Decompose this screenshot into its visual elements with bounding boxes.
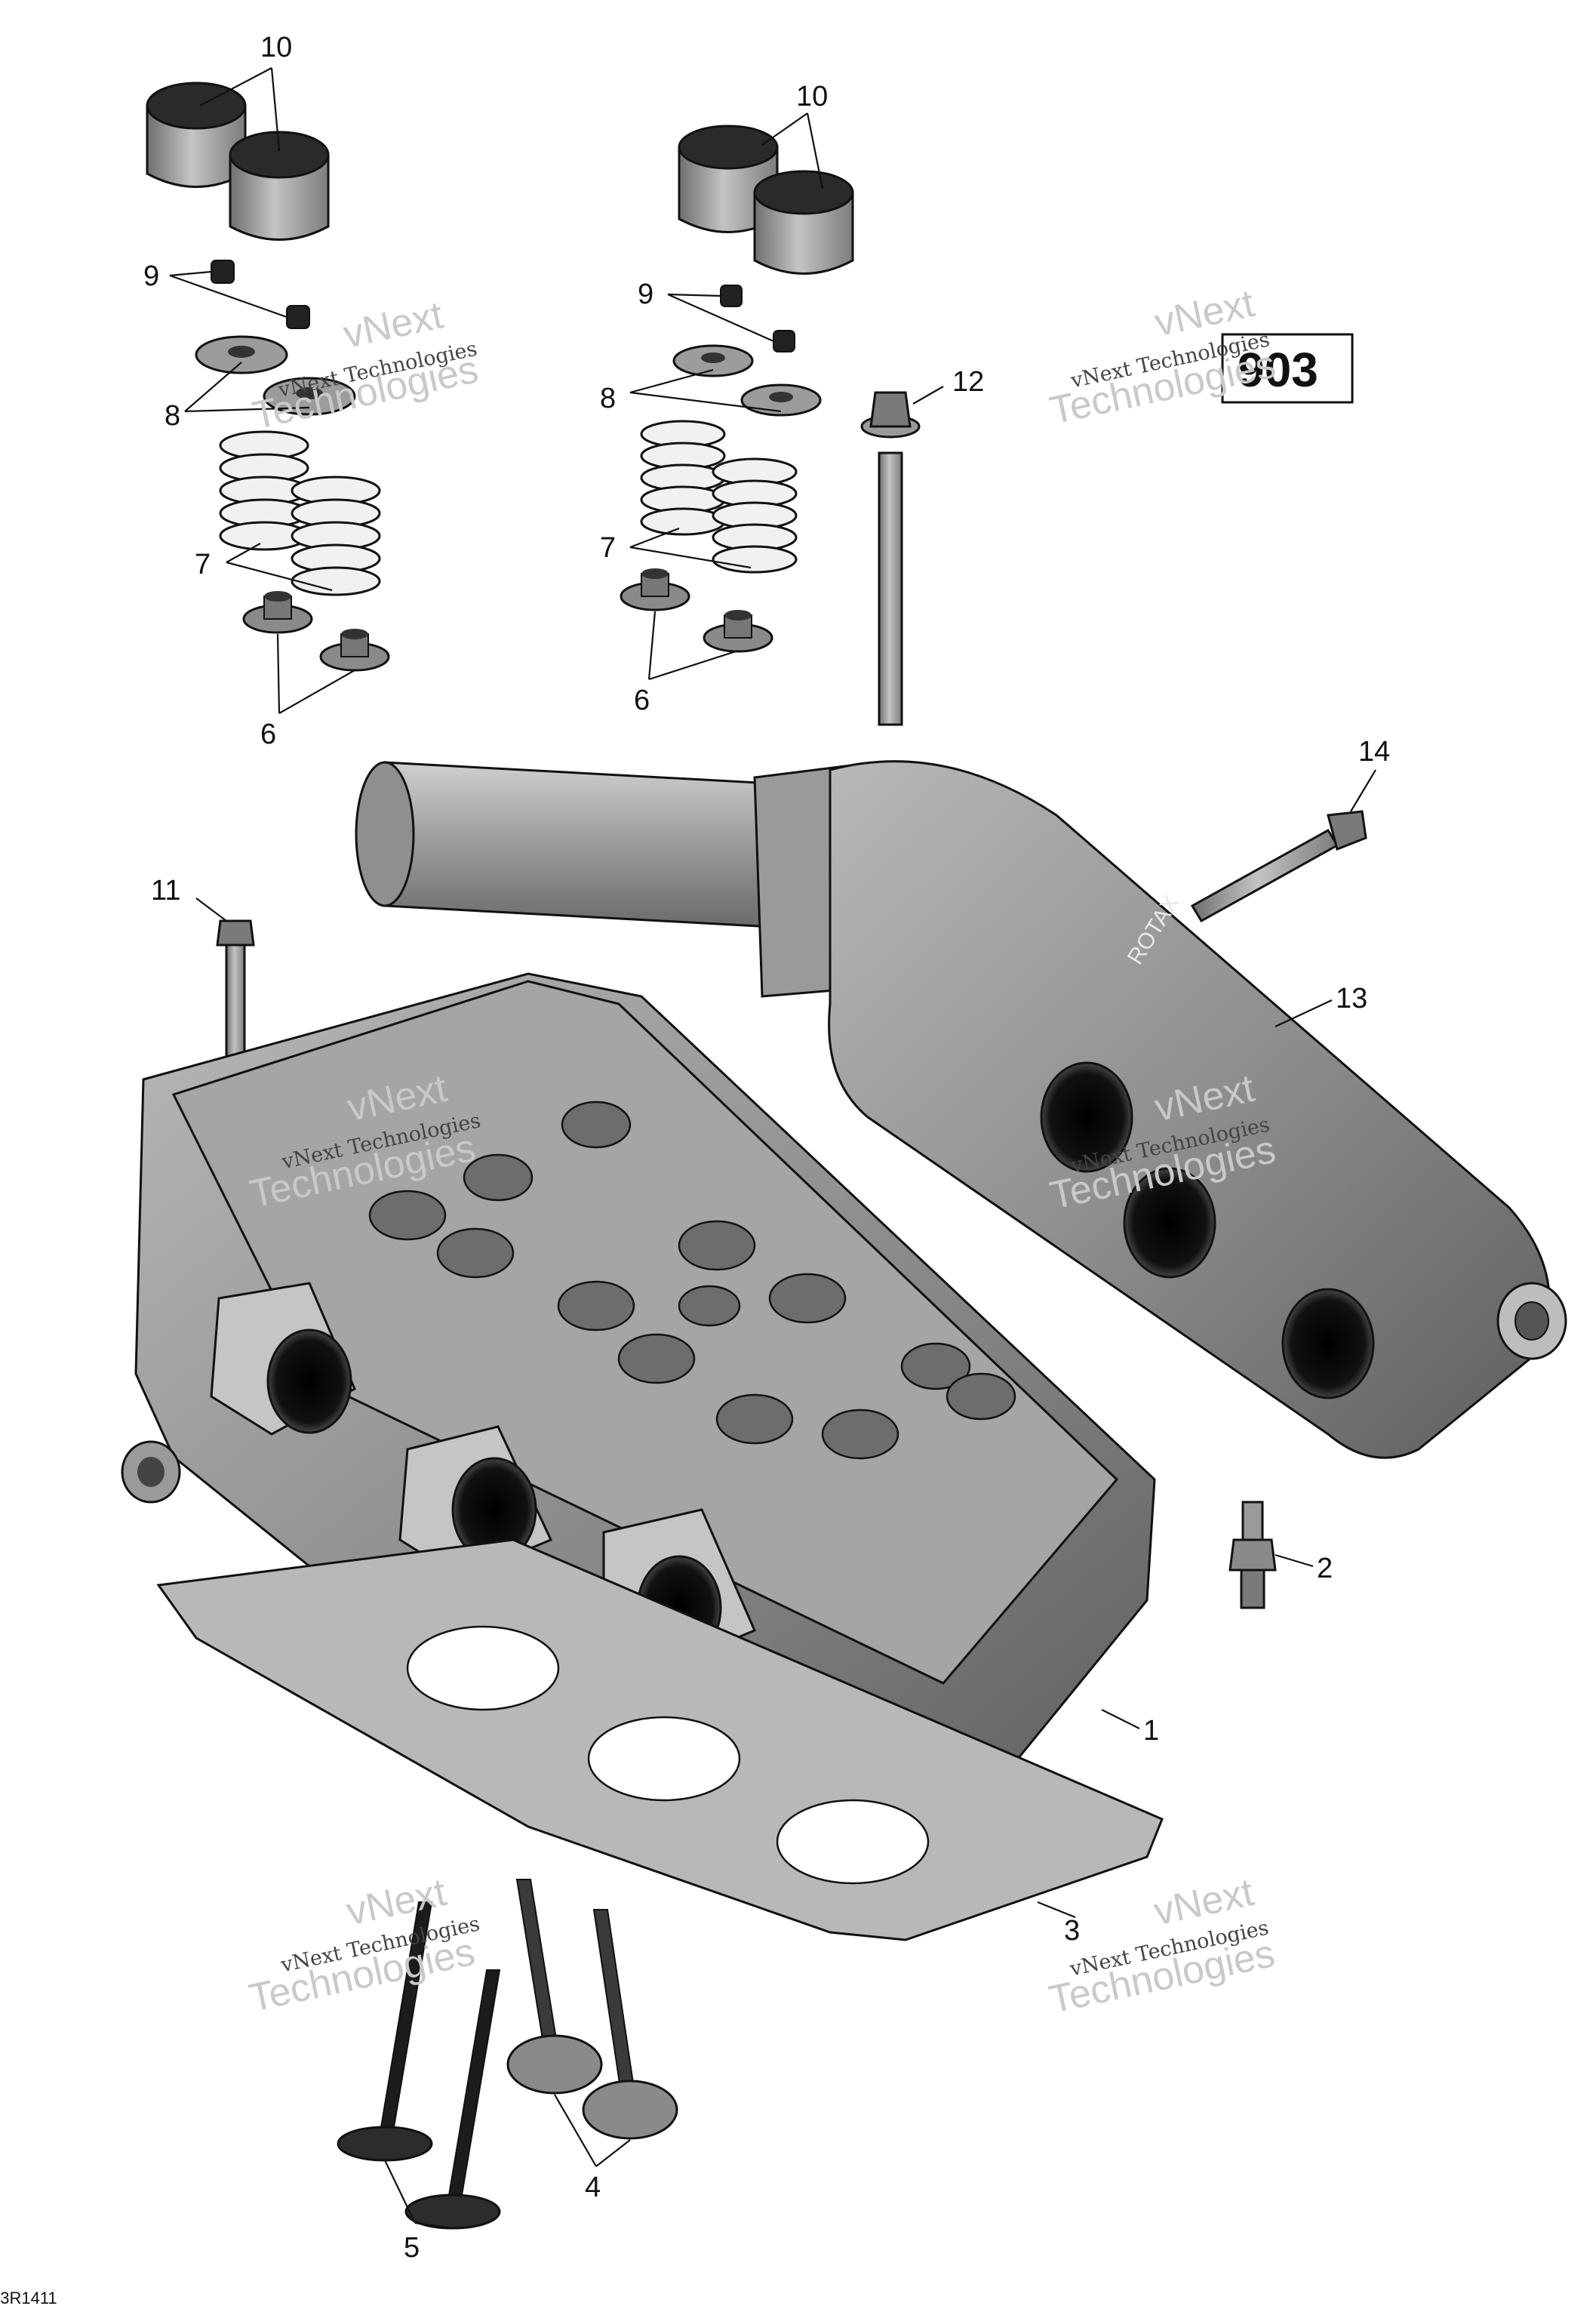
callout-6-left: 6 [260,719,276,750]
valve-tappet-right-pair [678,125,854,275]
spring-retainers [195,335,822,417]
callout-2: 2 [1317,1553,1333,1584]
callout-1: 1 [1143,1715,1159,1747]
callout-10-left: 10 [260,32,292,63]
leader-lines [169,67,1376,2230]
callout-10-right: 10 [796,81,828,112]
reference-box: 903 [1221,333,1354,404]
callout-3: 3 [1064,1915,1080,1947]
callout-9-left: 9 [143,260,159,292]
callout-4: 4 [585,2172,601,2203]
head-gasket [156,1538,1164,1941]
reference-number: 903 [1238,343,1318,397]
fitting [1229,1501,1277,1609]
callout-13: 13 [1336,983,1367,1014]
callout-5: 5 [404,2232,420,2264]
callout-6-right: 6 [634,685,650,716]
figure-id: 03R1411 [0,2289,57,2307]
callout-7-right: 7 [600,532,616,564]
callout-11: 11 [151,875,180,907]
intake-valves [506,1879,678,2140]
callout-14: 14 [1358,736,1390,768]
exhaust-valves [337,1901,501,2230]
callout-labels: 10 10 9 9 8 8 7 7 6 6 12 14 11 13 2 1 3 … [143,32,1390,2264]
watermark-top-right: vNext Technologies vNext Technologies [1046,282,1279,433]
short-bolt [1190,810,1367,923]
exhaust-manifold: ROTAX [355,760,1567,1459]
callout-12: 12 [952,366,984,398]
valve-keepers [211,260,795,353]
valve-stem-seals [242,568,773,672]
callout-7-left: 7 [195,549,211,580]
watermark-bottom-left: vNext Technologies vNext Technologies [245,1870,481,2021]
head-bolt [216,919,255,1066]
long-bolt [860,391,921,726]
callout-8-right: 8 [600,383,616,414]
valve-tappet-left-pair [146,82,330,241]
callout-8-left: 8 [165,400,180,432]
valve-springs [219,420,798,596]
callout-9-right: 9 [638,279,653,310]
